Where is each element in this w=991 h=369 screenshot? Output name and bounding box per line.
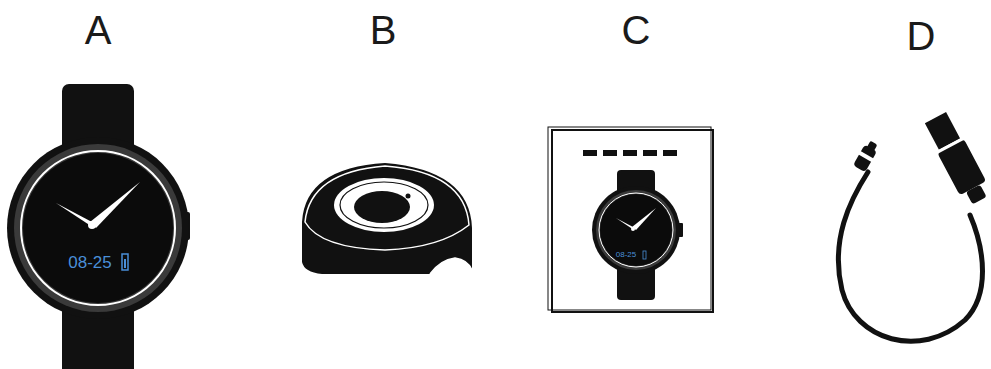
- charging-cable: [838, 110, 991, 341]
- smartwatch: [7, 84, 190, 369]
- package-box: [548, 127, 713, 312]
- part-letter: A: [85, 10, 112, 50]
- watch-date: 08-25: [68, 254, 111, 271]
- charging-dock: [302, 163, 472, 274]
- watch-date: 08-25: [616, 251, 636, 259]
- part-letter: B: [370, 10, 397, 50]
- part-letter: C: [622, 10, 651, 50]
- part-letter: D: [907, 16, 936, 56]
